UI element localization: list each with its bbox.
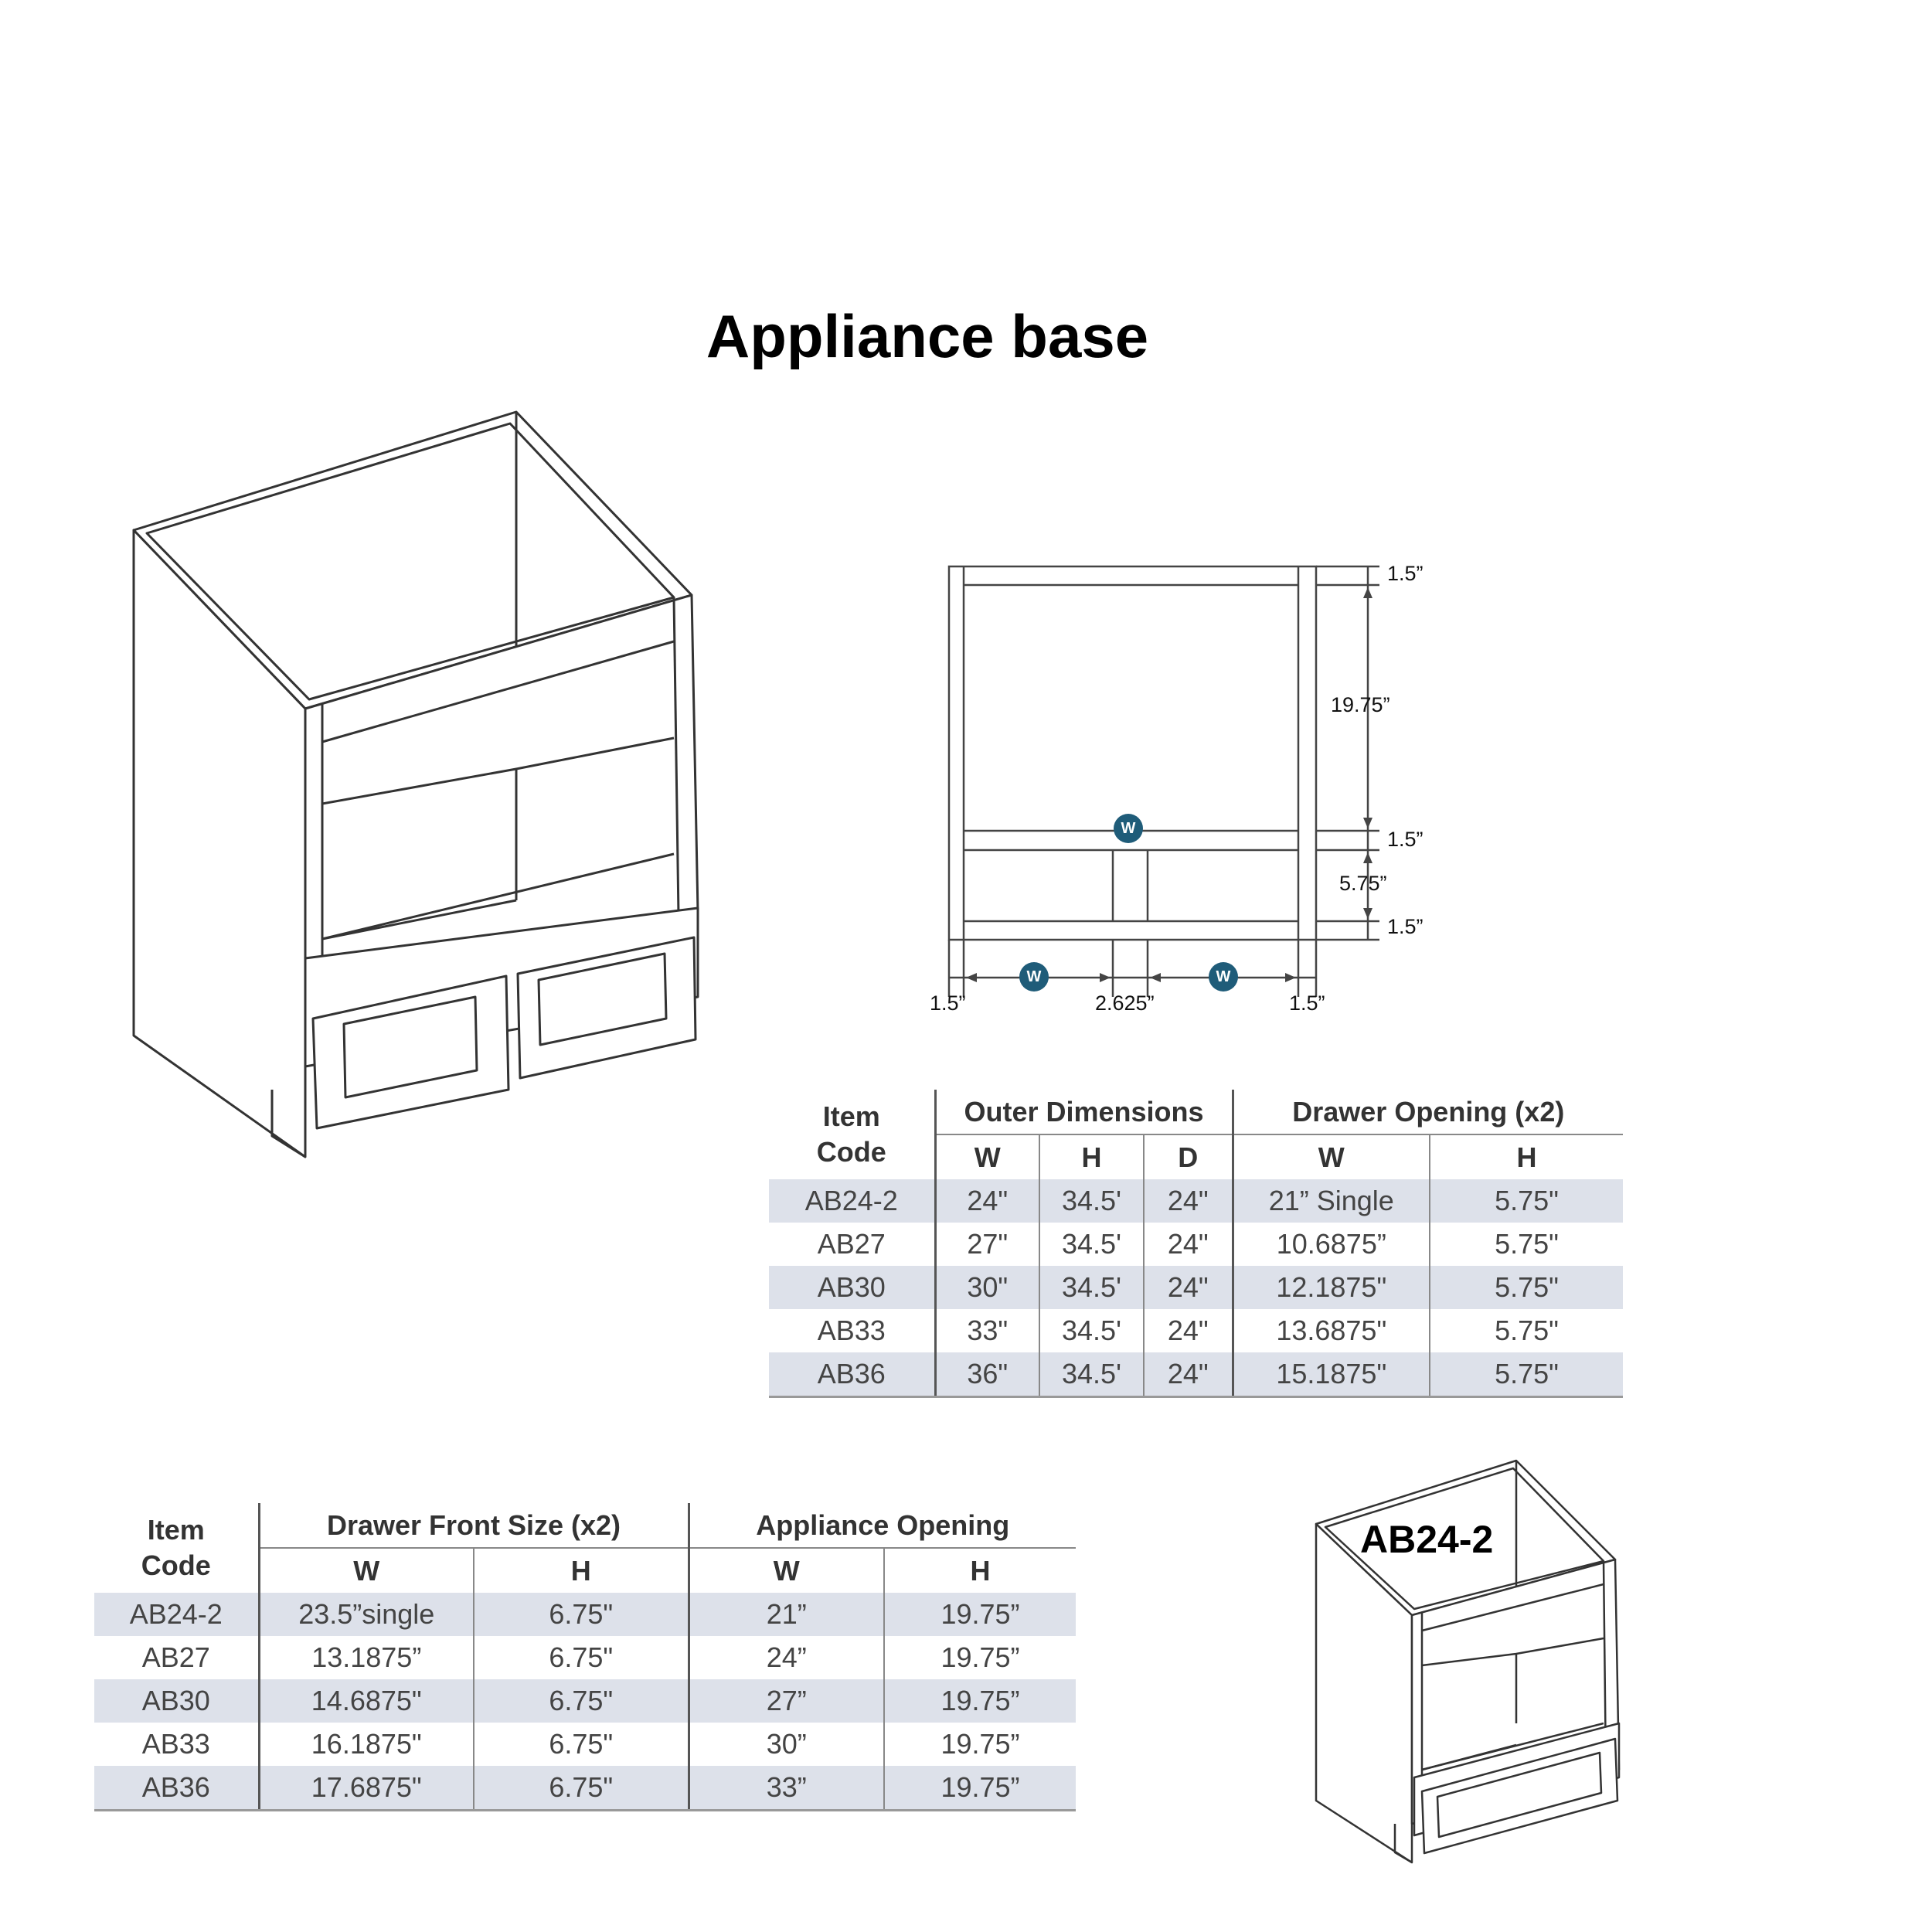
table-cell: 34.5' [1039, 1179, 1144, 1223]
table-cell: 34.5' [1039, 1223, 1144, 1266]
table-cell: AB36 [94, 1766, 259, 1811]
appliance-opening-header: Appliance Opening [687, 1503, 1076, 1549]
table-cell: 30" [934, 1266, 1039, 1309]
table-cell: 6.75" [473, 1766, 689, 1811]
table-row: AB30 14.6875" 6.75" 27” 19.75” [94, 1679, 1076, 1723]
table-cell: 19.75” [883, 1679, 1076, 1723]
table-cell: 34.5' [1039, 1266, 1144, 1309]
table-cell: AB27 [141, 1641, 210, 1673]
table-cell: 21” [687, 1593, 884, 1636]
table-cell: AB24-2 [94, 1593, 259, 1636]
table-cell: AB24-2 [769, 1179, 935, 1223]
width-badge-icon: W [1114, 814, 1143, 843]
drawer-opening-header: Drawer Opening (x2) [1231, 1090, 1624, 1135]
table-cell: 15.1875" [1231, 1352, 1430, 1398]
table-cell: 24" [1142, 1266, 1233, 1309]
table-cell: AB30 [94, 1679, 259, 1723]
table-cell: 5.75" [1429, 1179, 1624, 1223]
table-cell: 19.75” [883, 1593, 1076, 1636]
table-cell: 5.75" [1429, 1223, 1624, 1266]
table-cell: 6.75" [473, 1636, 689, 1679]
table-row: AB27 13.1875” 6.75" 24” 19.75” [94, 1636, 1076, 1679]
table-cell: 24" [1142, 1179, 1233, 1223]
table-cell: 24" [934, 1179, 1039, 1223]
ab24-2-cabinet-drawing [1315, 1459, 1621, 1864]
table-row: AB24-2 24" 34.5' 24" 21” Single 5.75" [769, 1179, 1624, 1223]
cabinet-isometric-drawing [132, 410, 699, 1158]
column-header: H [1429, 1134, 1624, 1179]
column-header: H [1039, 1134, 1144, 1179]
table-cell: AB33 [817, 1315, 886, 1346]
drawer-front-appliance-opening-table: Item Code Drawer Front Size (x2) Applian… [94, 1503, 1076, 1811]
table-cell: 13.6875" [1231, 1309, 1430, 1352]
table-row: AB33 16.1875" 6.75" 30” 19.75” [94, 1723, 1076, 1766]
table-cell: 34.5' [1039, 1352, 1144, 1398]
table-cell: 19.75” [883, 1766, 1076, 1811]
ab24-2-label: AB24-2 [1360, 1518, 1494, 1561]
table-cell: 19.75” [883, 1723, 1076, 1766]
item-code-header: Item Code [816, 1100, 886, 1168]
front-elevation-drawing [947, 565, 1379, 997]
table-row: AB36 36" 34.5' 24" 15.1875" 5.75" [769, 1352, 1624, 1398]
table-cell: 16.1875" [257, 1723, 474, 1766]
table-cell: 33” [687, 1766, 884, 1811]
table-cell: 19.75” [883, 1636, 1076, 1679]
table-cell: 21” Single [1231, 1179, 1430, 1223]
table-row: AB33 33" 34.5' 24" 13.6875" 5.75" [769, 1309, 1624, 1352]
table-row: AB24-2 23.5”single 6.75" 21” 19.75” [94, 1593, 1076, 1636]
table-cell: 27" [934, 1223, 1039, 1266]
dim-label-left-stile: 1.5” [930, 992, 966, 1015]
outer-dimensions-table: Item Code Outer Dimensions Drawer Openin… [769, 1090, 1624, 1398]
table-cell: 34.5' [1039, 1309, 1144, 1352]
width-badge-icon: W [1209, 962, 1238, 992]
column-header: H [883, 1548, 1076, 1593]
table-cell: 5.75" [1429, 1352, 1624, 1398]
table-cell: 12.1875" [1231, 1266, 1430, 1309]
dim-label-appliance-opening: 19.75” [1331, 693, 1390, 716]
table-cell: 36" [934, 1352, 1039, 1398]
table-cell: 5.75" [1429, 1266, 1624, 1309]
table-cell: AB27 [817, 1228, 886, 1260]
dim-label-top-rail: 1.5” [1387, 562, 1423, 585]
column-header: W [687, 1548, 884, 1593]
table-cell: 14.6875" [257, 1679, 474, 1723]
table-cell: AB36 [769, 1352, 935, 1398]
table-cell: 6.75" [473, 1593, 689, 1636]
table-cell: 23.5”single [257, 1593, 474, 1636]
table-cell: 6.75" [473, 1679, 689, 1723]
dim-label-drawer-opening: 5.75” [1339, 872, 1387, 895]
table-cell: 33" [934, 1309, 1039, 1352]
column-header: W [257, 1548, 474, 1593]
column-header: D [1142, 1134, 1233, 1179]
table-cell: 30” [687, 1723, 884, 1766]
table-cell: 24" [1142, 1223, 1233, 1266]
table-row: AB36 17.6875" 6.75" 33” 19.75” [94, 1766, 1076, 1811]
table-row: AB27 27" 34.5' 24" 10.6875” 5.75" [769, 1223, 1624, 1266]
width-badge-icon: W [1019, 962, 1049, 992]
dim-label-right-stile: 1.5” [1289, 992, 1325, 1015]
drawer-front-size-header: Drawer Front Size (x2) [257, 1503, 689, 1549]
table-cell: 13.1875” [257, 1636, 474, 1679]
page-title: Appliance base [706, 302, 1149, 370]
table-cell: 24” [687, 1636, 884, 1679]
table-cell: 27” [687, 1679, 884, 1723]
item-code-header: Item Code [141, 1514, 211, 1581]
table-row: AB30 30" 34.5' 24" 12.1875" 5.75" [769, 1266, 1624, 1309]
table-cell: 6.75" [473, 1723, 689, 1766]
outer-dimensions-header: Outer Dimensions [934, 1090, 1233, 1135]
dim-label-center-stile: 2.625” [1095, 992, 1155, 1015]
dim-label-bottom-rail: 1.5” [1387, 915, 1423, 938]
table-cell: 10.6875” [1231, 1223, 1430, 1266]
dim-label-middle-rail: 1.5” [1387, 828, 1423, 851]
table-cell: 17.6875" [257, 1766, 474, 1811]
table-cell: 24" [1142, 1352, 1233, 1398]
table-cell: AB30 [769, 1266, 935, 1309]
column-header: H [473, 1548, 689, 1593]
column-header: W [934, 1134, 1039, 1179]
table-cell: 24" [1142, 1309, 1233, 1352]
table-cell: AB33 [141, 1728, 210, 1760]
column-header: W [1231, 1134, 1430, 1179]
table-cell: 5.75" [1429, 1309, 1624, 1352]
